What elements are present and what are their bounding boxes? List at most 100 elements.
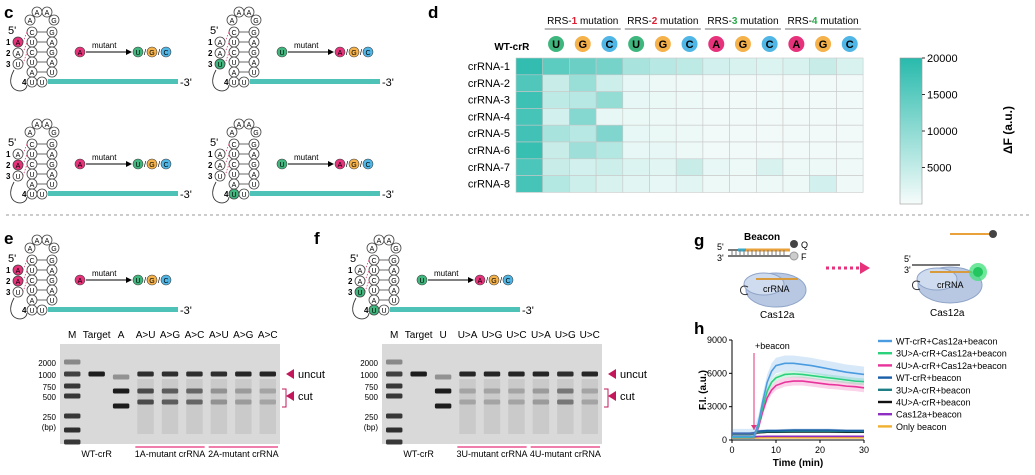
loop-nucleotide [390, 242, 402, 254]
gel-band [112, 388, 130, 394]
cut-bracket [282, 388, 287, 408]
colorbar [899, 57, 923, 205]
heatmap-cell [809, 91, 837, 109]
rrs-number: 3 [208, 172, 213, 181]
rrs-base: U [217, 62, 222, 69]
gel-band [459, 388, 476, 394]
mutant-target-base [362, 46, 374, 58]
heatmap-cell [809, 108, 837, 126]
loop-nucleotide [48, 242, 60, 254]
heatmap-cell [569, 124, 597, 143]
mutant-arrowhead [126, 161, 132, 167]
three-prime-label: -3' [382, 77, 394, 89]
panel-g-schematic: Beacon Q F 5' 3' crRNA Cas12a 5' 3' crRN… [717, 230, 997, 321]
stem-base-left: U [371, 268, 376, 275]
x-tick-label: 20 [815, 445, 825, 455]
interaction-dash [224, 51, 230, 65]
heatmap-cell [595, 74, 624, 92]
mutant-source-base [74, 274, 86, 286]
gel-ladder-label: 500 [43, 393, 57, 402]
five-prime-left: 5' [717, 242, 724, 252]
stem-base-right: G [49, 50, 54, 57]
heatmap-cell [836, 57, 864, 76]
heatmap-cell [515, 175, 544, 193]
f-label: F [801, 252, 807, 262]
gel-band [508, 399, 525, 405]
interaction-dash [22, 51, 28, 65]
heatmap-column-letter: U [632, 39, 640, 51]
heatmap-cell [569, 108, 597, 126]
spacer-nucleotide [36, 188, 48, 200]
interaction-dash [22, 153, 28, 166]
rrs-base: A [218, 152, 223, 159]
heatmap-cell [569, 74, 597, 92]
spacer-bar [250, 191, 380, 196]
heatmap-cell [755, 74, 784, 92]
spacer-base: U [381, 308, 386, 315]
loop-nucleotide [24, 14, 36, 26]
x-axis-label: Time (min) [773, 458, 823, 469]
fluorescence-core [973, 267, 983, 277]
heatmap-cell [515, 158, 544, 176]
heatmap-column-letter: C [686, 39, 694, 51]
gel-lane-label: U>G [555, 330, 576, 341]
beacon-label: Beacon [744, 232, 780, 243]
heatmap-cell [755, 158, 784, 176]
stem-base-right: A [50, 152, 55, 159]
heatmap-cell [702, 91, 730, 109]
mutant-source-letter: A [78, 50, 83, 57]
heatmap-cell [622, 74, 650, 92]
gel-band [557, 371, 574, 377]
panel-label-e: e [4, 229, 13, 248]
stem-base-left: U [231, 172, 236, 179]
heatmap-cell [542, 158, 570, 176]
cas12a-label-left: Cas12a [760, 310, 795, 321]
five-prime-right: 5' [904, 254, 911, 264]
heatmap-cell [702, 74, 730, 92]
heatmap-column-letter: C [846, 39, 854, 51]
loop-base: G [51, 130, 56, 137]
rrs-number: 1 [208, 150, 213, 159]
series-line [732, 429, 864, 435]
five-prime-label: 5' [210, 25, 218, 37]
gel-band [210, 371, 228, 377]
three-prime-label: -3' [180, 305, 192, 317]
legend-label: 4U>A-crR+Cas12a+beacon [896, 361, 1007, 371]
gel-band [88, 371, 105, 377]
stem-base-right: G [49, 162, 54, 169]
loop-base: G [393, 246, 398, 253]
mutant-target-letter: G [491, 278, 496, 285]
mutant-slash: / [346, 160, 349, 169]
rrs-base: A [358, 268, 363, 275]
heatmap-column-base [841, 36, 858, 52]
gel-band [64, 439, 81, 445]
beacon-arrowhead [751, 425, 757, 430]
mutant-source-base [276, 46, 288, 58]
gel-band [434, 374, 452, 380]
gel-band [64, 383, 81, 389]
heatmap-cell [595, 141, 624, 160]
mutant-label: mutant [92, 153, 117, 162]
stem-base-right: A [50, 40, 55, 47]
mutant-label: mutant [294, 41, 319, 50]
gel-lane-label: A [118, 330, 125, 341]
five-prime-label: 5' [8, 25, 16, 37]
loop-base: A [35, 238, 40, 245]
stem-base-left: C [29, 278, 34, 285]
mutant-arrowhead [328, 49, 334, 55]
mutant-slash: / [144, 48, 147, 57]
gel-band [532, 371, 550, 377]
three-prime-label: -3' [180, 189, 192, 201]
heatmap-cell [515, 141, 544, 160]
mutant-slash: / [144, 160, 147, 169]
heatmap-column-base [601, 36, 618, 52]
transition-arrowhead [860, 262, 870, 274]
heatmap-cell [595, 91, 624, 109]
cut-bracket [604, 388, 609, 408]
heatmap-cell [649, 124, 677, 143]
mutant-target-letter: C [163, 162, 168, 169]
stem-base-right: G [49, 142, 54, 149]
stem-base-right: A [392, 268, 397, 275]
mutant-target-letter: C [505, 278, 510, 285]
loop-base: G [51, 18, 56, 25]
